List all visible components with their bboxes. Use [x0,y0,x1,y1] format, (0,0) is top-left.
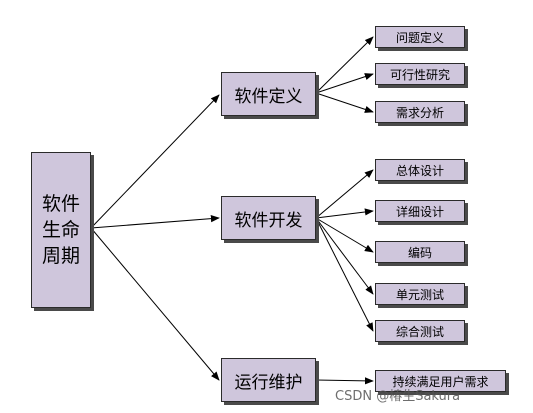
watermark-text: CSDN @椿生Sakura [335,389,461,404]
connector-arrow [315,217,374,295]
root-label: 软件生命周期 [41,193,80,267]
leaf-node: 问题定义 [375,26,465,48]
connector-arrow [315,377,374,385]
connector-arrow [90,94,220,229]
leaf-node: 综合测试 [375,320,465,342]
leaf-node: 单元测试 [375,283,465,305]
branch-node-maintenance: 运行维护 [221,358,316,402]
branch-label: 软件定义 [234,86,303,107]
connector-arrow [315,36,374,94]
connector-arrow [315,92,374,113]
connector-arrow [315,169,374,219]
leaf-node: 详细设计 [375,200,465,222]
connector-arrow [315,73,374,94]
leaf-node: 需求分析 [375,101,465,123]
connector-arrow [90,227,220,381]
connector-arrow [90,215,220,229]
connector-arrow [315,208,374,219]
branch-label: 软件开发 [234,210,303,231]
leaf-label: 持续满足用户需求 [392,374,489,389]
branch-label: 运行维护 [234,372,303,393]
leaf-label: 可行性研究 [389,67,450,82]
leaf-label: 单元测试 [395,287,444,302]
leaf-node: 总体设计 [375,159,465,181]
leaf-label: 需求分析 [395,105,444,120]
leaf-label: 编码 [407,245,432,260]
connector-arrow [315,217,374,332]
leaf-node: 编码 [375,241,465,263]
leaf-label: 总体设计 [395,163,444,178]
leaf-label: 综合测试 [395,324,444,339]
connector-arrow [315,217,374,253]
leaf-label: 详细设计 [395,204,444,219]
branch-node-definition: 软件定义 [221,72,316,116]
branch-node-development: 软件开发 [221,196,316,240]
root-node: 软件生命周期 [31,152,91,308]
leaf-node: 持续满足用户需求 [375,370,506,392]
leaf-node: 可行性研究 [375,63,465,85]
leaf-label: 问题定义 [395,30,444,45]
